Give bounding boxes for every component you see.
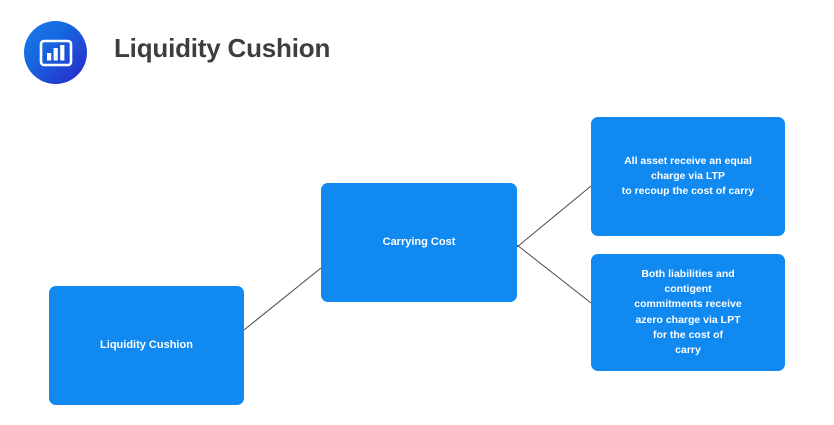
connector-mid-to-leaf1	[516, 185, 592, 248]
node-carrying-cost[interactable]: Carrying Cost	[321, 183, 517, 302]
node-label: Both liabilities and contigent commitmen…	[634, 267, 742, 356]
node-liquidity-cushion[interactable]: Liquidity Cushion	[49, 286, 244, 405]
node-label: Liquidity Cushion	[100, 338, 193, 351]
node-label: All asset receive an equal charge via LT…	[621, 154, 755, 198]
page-header: Liquidity Cushion	[0, 0, 834, 100]
connector-mid-to-leaf2	[516, 244, 592, 304]
node-label: Carrying Cost	[382, 235, 456, 248]
page-title: Liquidity Cushion	[114, 33, 331, 63]
node-liabilities-contingent-commitments[interactable]: Both liabilities and contigent commitmen…	[591, 254, 785, 371]
connector-root-to-mid	[243, 267, 322, 331]
bar-chart-icon	[24, 21, 87, 84]
node-all-asset-equal-charge[interactable]: All asset receive an equal charge via LT…	[591, 117, 785, 236]
